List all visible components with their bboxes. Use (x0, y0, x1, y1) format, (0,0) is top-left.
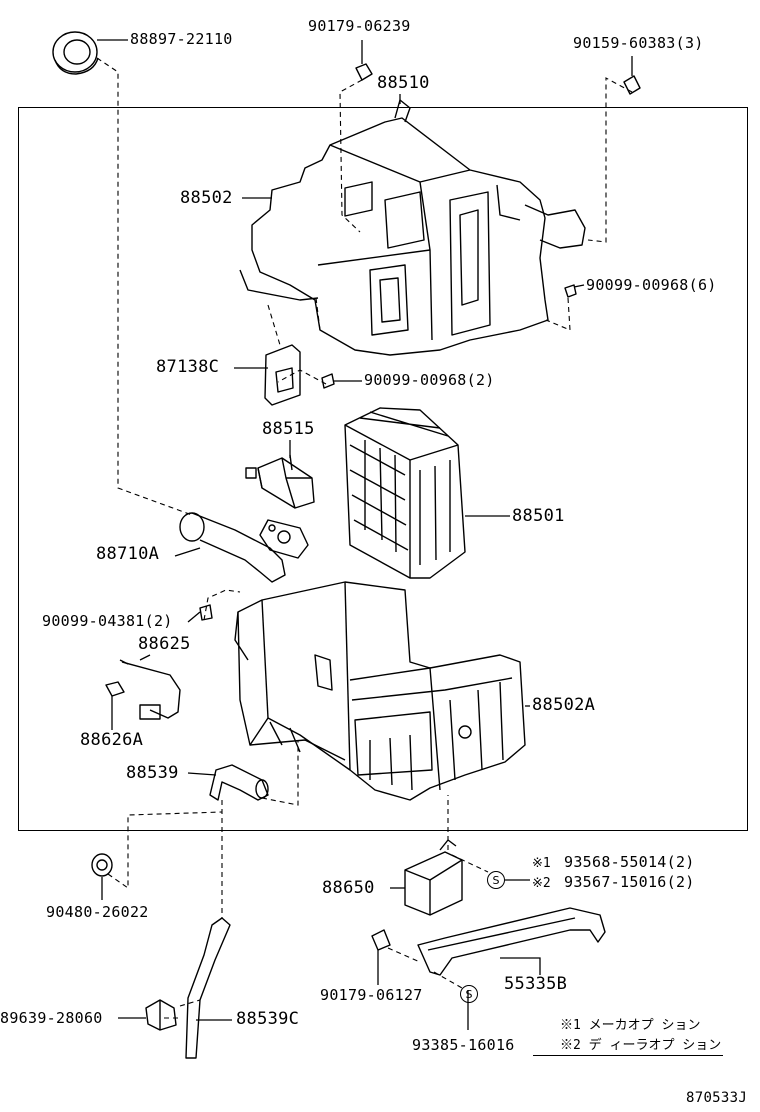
bracket-55335b (417, 907, 606, 976)
upper-case-88502 (239, 99, 586, 356)
label-93568-55014: 93568-55014(2) (564, 853, 695, 871)
label-90179-06239: 90179-06239 (308, 17, 411, 35)
label-88710a: 88710A (96, 544, 160, 564)
diagram-code: 870533J (686, 1090, 748, 1106)
label-88539c: 88539C (236, 1009, 300, 1029)
drain-hose-88539 (209, 764, 269, 801)
legend-maker-option: ※1 メーカオプ ション (560, 1018, 701, 1033)
label-90480-26022: 90480-26022 (46, 903, 149, 921)
label-55335b: 55335B (504, 974, 568, 994)
label-88626a: 88626A (80, 730, 144, 750)
hose-88539c (185, 917, 231, 1059)
label-90159-60383: 90159-60383(3) (573, 34, 704, 52)
s-symbol-upper: S (487, 871, 505, 889)
label-88510: 88510 (377, 73, 430, 93)
label-88502: 88502 (180, 188, 233, 208)
assembly-frame (18, 107, 748, 831)
label-90099-04381: 90099-04381(2) (42, 612, 173, 630)
label-88501: 88501 (512, 506, 565, 526)
note-mark-2: ※2 (532, 876, 551, 891)
label-87138c: 87138C (156, 357, 220, 377)
label-88539: 88539 (126, 763, 179, 783)
evaporator-88501 (344, 407, 466, 579)
label-90179-06127: 90179-06127 (320, 986, 423, 1004)
clip-90179-06127 (371, 929, 391, 951)
grommet-89639 (145, 999, 177, 1031)
label-88515: 88515 (262, 419, 315, 439)
label-90099-00968-6: 90099-00968(6) (586, 276, 717, 294)
lower-case-88502a (234, 581, 526, 801)
label-88625: 88625 (138, 634, 191, 654)
legend-dealer-option: ※2 デ ィーラオプ ション (560, 1038, 722, 1053)
thermistor-88625 (105, 659, 181, 720)
label-89639-28060: 89639-28060 (0, 1009, 103, 1027)
legend-underline (533, 1055, 723, 1056)
label-88650: 88650 (322, 878, 375, 898)
tube-88710a (179, 512, 309, 583)
label-93567-15016: 93567-15016(2) (564, 873, 695, 891)
label-88502a: 88502A (532, 695, 596, 715)
nut-90480 (91, 853, 113, 877)
label-88897-22110: 88897-22110 (130, 30, 233, 48)
note-mark-1: ※1 (532, 856, 551, 871)
seal-grommet (52, 31, 99, 75)
s-symbol-lower: S (460, 985, 478, 1003)
label-90099-00968-2: 90099-00968(2) (364, 371, 495, 389)
fasteners (199, 63, 641, 621)
label-93385-16016: 93385-16016 (412, 1036, 515, 1054)
expansion-valve-88515 (245, 454, 315, 509)
bracket-87138c (264, 344, 301, 406)
amplifier-88650 (404, 839, 463, 916)
